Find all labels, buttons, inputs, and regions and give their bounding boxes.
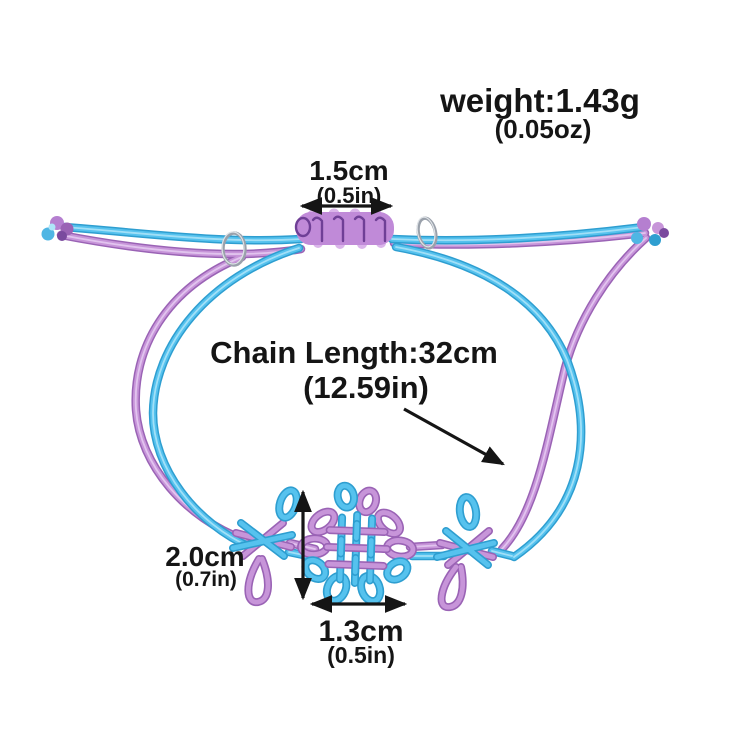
center-chinese-knot	[298, 482, 415, 606]
end-knot-right	[631, 217, 669, 246]
jump-ring-left	[221, 231, 247, 267]
slider-width-label-in: (0.5in)	[317, 183, 382, 208]
end-knot-left	[41, 216, 74, 241]
slider-creases	[311, 215, 387, 243]
chain-length-annotation: Chain Length:32cm (12.59in)	[210, 335, 505, 466]
knot-height-annotation: 2.0cm (0.7in)	[165, 489, 312, 601]
slider-knot	[294, 208, 394, 249]
side-knot-right	[437, 496, 494, 607]
weight-label: weight:1.43g	[439, 82, 640, 119]
weight-label-oz: (0.05oz)	[495, 114, 592, 144]
slider-width-annotation: 1.5cm (0.5in)	[299, 155, 394, 215]
knot-width-label: 1.3cm	[318, 615, 403, 648]
knot-height-label: 2.0cm	[165, 541, 244, 572]
chain-length-label: Chain Length:32cm	[210, 335, 498, 370]
jump-ring-right	[416, 216, 438, 250]
chain-length-pointer-line	[403, 407, 505, 466]
knot-height-label-in: (0.7in)	[175, 568, 237, 591]
chain-length-label-in: (12.59in)	[303, 370, 429, 405]
slider-width-label: 1.5cm	[309, 155, 388, 186]
knot-width-label-in: (0.5in)	[327, 642, 395, 668]
knot-width-annotation: 1.3cm (0.5in)	[309, 595, 408, 668]
weight-annotation: weight:1.43g (0.05oz)	[439, 82, 640, 144]
